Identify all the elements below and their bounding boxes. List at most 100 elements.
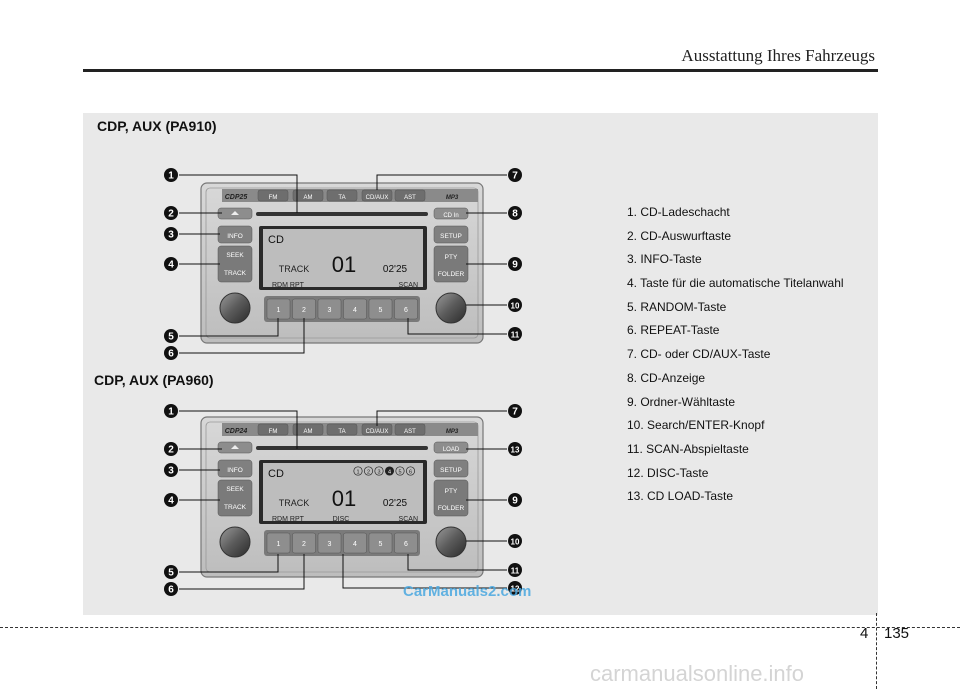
legend-item: 13. CD LOAD-Taste	[627, 489, 734, 504]
top-button-label: TA	[338, 429, 345, 435]
info-button-label: INFO	[227, 233, 243, 240]
callout-badge	[508, 404, 522, 418]
pty-label: PTY	[445, 488, 458, 495]
legend-item: 12. DISC-Taste	[627, 465, 709, 480]
power-volume-knob	[219, 292, 251, 324]
lcd-display	[263, 229, 423, 287]
callout-badge	[164, 582, 178, 596]
footer-dashed-rule	[0, 627, 960, 628]
preset-button	[394, 532, 418, 554]
preset-button	[368, 298, 393, 320]
preset-button	[343, 532, 367, 554]
pty-folder-button	[433, 479, 469, 517]
callout-number: 12	[511, 585, 520, 594]
callout-badge	[508, 298, 522, 312]
top-button-label: AM	[304, 429, 313, 435]
radio-inner-frame	[205, 421, 479, 573]
preset-button	[394, 298, 418, 320]
top-button-label: AST	[404, 195, 416, 201]
watermark-overlay: CarManuals2.com	[403, 583, 532, 600]
callout-badge	[164, 442, 178, 456]
preset-label: 3	[328, 541, 332, 548]
disc-indicator	[384, 466, 395, 476]
preset-label: 4	[353, 541, 357, 548]
legend-item: 4. Taste für die automatische Titelanwah…	[627, 276, 844, 291]
disc-indicator-label: 4	[388, 470, 391, 476]
callout-number: 11	[511, 567, 520, 576]
eject-icon	[231, 211, 239, 215]
callout-number: 7	[512, 171, 518, 182]
page-header-title: Ausstattung Ihres Fahrzeugs	[681, 46, 875, 65]
preset-label: 2	[302, 307, 306, 314]
callout-number: 8	[512, 209, 518, 220]
callout-line	[179, 174, 298, 213]
section-title-pa960: CDP, AUX (PA960)	[94, 372, 214, 388]
preset-label: 5	[379, 541, 383, 548]
callout-number: 13	[511, 446, 520, 455]
callout-badge	[508, 327, 522, 341]
legend-item: 8. CD-Anzeige	[627, 370, 706, 385]
display-mode: CD	[268, 468, 284, 480]
disc-indicator-label: 3	[377, 470, 380, 476]
callout-number: 2	[168, 445, 174, 456]
callout-number: 9	[512, 260, 518, 271]
top-button-label: FM	[269, 195, 278, 201]
callout-badge	[164, 329, 178, 343]
cd-slot	[256, 446, 428, 450]
search-enter-knob	[435, 526, 467, 558]
cd-in-label: CD In	[443, 213, 458, 219]
callout-number: 5	[168, 332, 174, 343]
callout-badge	[508, 257, 522, 271]
cd-in-button	[433, 441, 469, 454]
top-button-label: AST	[404, 429, 416, 435]
setup-button	[433, 459, 469, 478]
top-button	[292, 189, 324, 202]
callout-number: 1	[168, 407, 174, 418]
legend-item: 2. CD-Auswurftaste	[627, 228, 732, 243]
radio-inner-frame	[205, 187, 479, 339]
mp3-badge: MP3	[446, 429, 459, 435]
preset-button	[368, 532, 393, 554]
callout-badge	[508, 493, 522, 507]
callout-line	[179, 318, 279, 337]
callout-badge	[164, 227, 178, 241]
folder-label: FOLDER	[438, 505, 465, 512]
legend-item: 3. INFO-Taste	[627, 252, 702, 267]
disc-indicator	[363, 466, 374, 476]
page-number: 135	[884, 625, 910, 642]
display-mode: CD	[268, 234, 284, 246]
disc-indicator-label: 1	[356, 470, 359, 476]
callout-number: 4	[168, 496, 174, 507]
callout-number: 10	[511, 538, 520, 547]
top-button-label: AM	[304, 195, 313, 201]
top-button	[257, 423, 289, 436]
callout-number: 5	[168, 568, 174, 579]
display-track-label: TRACK	[279, 264, 310, 274]
cd-in-label: LOAD	[443, 447, 460, 453]
disc-indicator	[374, 466, 384, 476]
callout-badge	[508, 442, 522, 456]
folder-label: FOLDER	[438, 271, 465, 278]
legend-item: 10. Search/ENTER-Knopf	[627, 418, 765, 433]
display-rdm-rpt: RDM RPT	[272, 516, 305, 523]
callout-badge	[164, 463, 178, 477]
preset-label: 2	[302, 541, 306, 548]
callout-badge	[164, 493, 178, 507]
callout-badge	[164, 404, 178, 418]
callout-number: 6	[168, 585, 174, 596]
legend-item: 7. CD- oder CD/AUX-Taste	[627, 347, 771, 362]
display-disc: DISC	[333, 516, 350, 523]
legend-item: 9. Ordner-Wähltaste	[627, 394, 736, 409]
preset-button	[266, 532, 291, 554]
search-enter-knob	[435, 292, 467, 324]
legend-list: 1. CD-Ladeschacht 2. CD-Auswurftaste 3. …	[627, 205, 844, 513]
seek-track-button	[217, 479, 253, 517]
disc-indicator-label: 5	[398, 470, 401, 476]
top-button	[326, 189, 358, 202]
callout-line	[179, 554, 305, 590]
preset-label: 1	[277, 307, 281, 314]
radio-logo: CDP24	[225, 428, 248, 435]
